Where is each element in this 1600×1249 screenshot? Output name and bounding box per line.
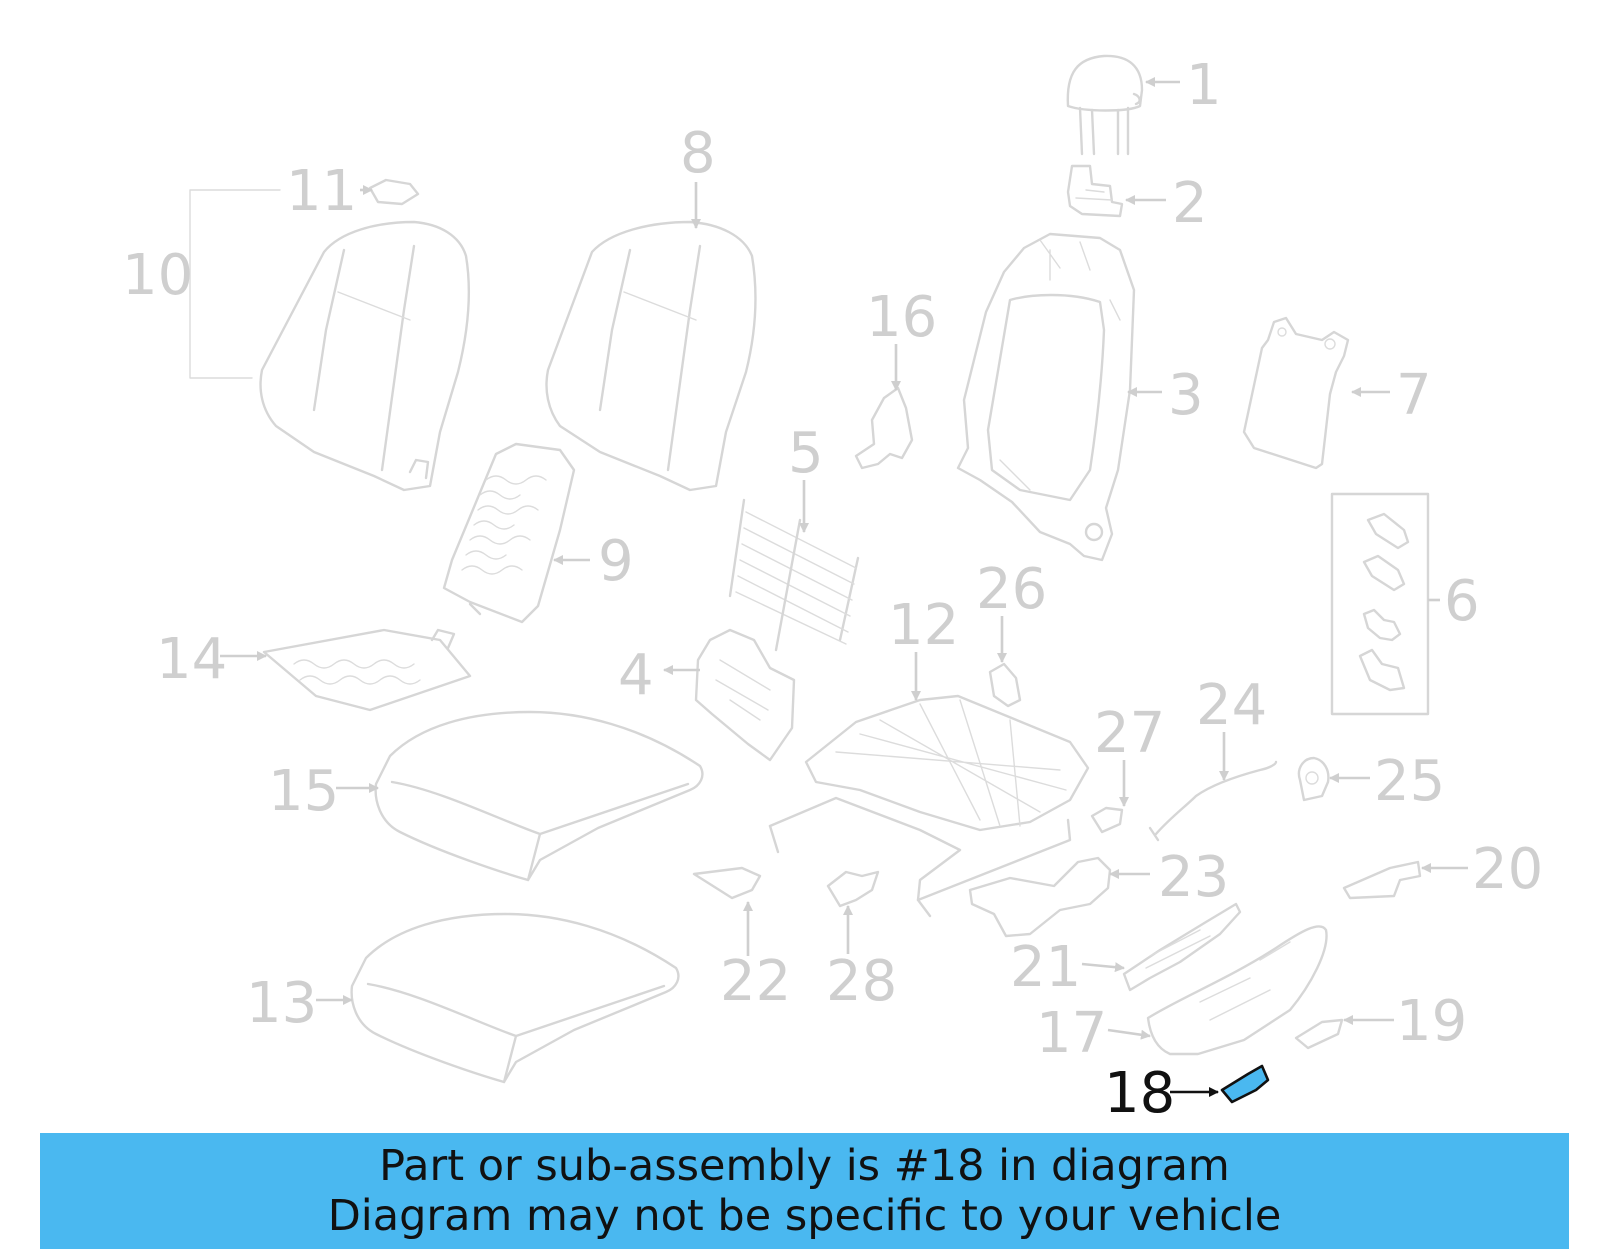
callout-4: 4 — [618, 643, 654, 708]
part-13-cushion-pad — [350, 912, 680, 1084]
callout-10: 10 — [122, 243, 193, 308]
part-1-headrest — [1066, 54, 1144, 156]
callout-23: 23 — [1158, 845, 1229, 910]
info-banner: Part or sub-assembly is #18 in diagram D… — [40, 1133, 1569, 1249]
part-24-wire — [1148, 760, 1278, 842]
part-25-knob — [1297, 756, 1330, 802]
banner-line-1: Part or sub-assembly is #18 in diagram — [379, 1141, 1230, 1191]
part-22-cover — [692, 866, 762, 900]
callout-3: 3 — [1168, 363, 1204, 428]
callout-9: 9 — [598, 529, 634, 594]
callout-1: 1 — [1186, 53, 1222, 118]
leader-arrows — [220, 77, 1468, 1097]
callout-11: 11 — [286, 159, 357, 224]
part-28-cover — [826, 870, 880, 908]
callout-12: 12 — [888, 593, 959, 658]
part-10-seatback-assembly — [189, 189, 470, 492]
part-4-bracket — [694, 628, 796, 762]
callout-13: 13 — [246, 971, 317, 1036]
part-27-cap — [1090, 806, 1124, 834]
callout-21: 21 — [1010, 935, 1081, 1000]
callout-28: 28 — [826, 949, 897, 1014]
callout-22: 22 — [720, 949, 791, 1014]
callout-labels: 1 2 3 4 5 6 7 8 9 10 11 12 13 14 15 16 1… — [122, 53, 1543, 1126]
part-26-clip — [988, 662, 1022, 708]
callout-5: 5 — [788, 421, 824, 486]
callout-2: 2 — [1172, 171, 1208, 236]
callout-27: 27 — [1094, 701, 1165, 766]
part-11-clip — [368, 178, 420, 206]
callout-18: 18 — [1104, 1061, 1175, 1126]
part-7-back-board — [1242, 316, 1350, 470]
part-15-cushion-cover — [374, 710, 704, 882]
part-5-lumbar-support — [728, 498, 860, 652]
callout-14: 14 — [156, 627, 227, 692]
part-20-lever — [1342, 860, 1422, 900]
part-12-seat-frame — [768, 694, 1090, 918]
part-3-seatback-frame — [956, 232, 1136, 562]
callout-26: 26 — [976, 557, 1047, 622]
callout-19: 19 — [1396, 989, 1467, 1054]
part-14-seat-heater — [262, 628, 472, 712]
part-19-cover — [1294, 1018, 1344, 1050]
part-18-highlighted[interactable] — [1220, 1064, 1270, 1104]
callout-25: 25 — [1374, 749, 1445, 814]
part-8-seatback-cover — [545, 220, 757, 492]
part-23-bracket — [968, 856, 1112, 938]
part-9-seatback-mat — [442, 442, 576, 624]
callout-17: 17 — [1036, 1001, 1107, 1066]
banner-line-2: Diagram may not be specific to your vehi… — [327, 1191, 1282, 1241]
callout-15: 15 — [268, 759, 339, 824]
callout-20: 20 — [1472, 837, 1543, 902]
part-21-shield-inner — [1122, 902, 1242, 992]
part-16-cover — [854, 386, 914, 470]
callout-7: 7 — [1396, 363, 1432, 428]
part-2-headrest-guide — [1066, 164, 1124, 218]
callout-24: 24 — [1196, 673, 1267, 738]
callout-6: 6 — [1444, 569, 1480, 634]
callout-16: 16 — [866, 285, 937, 350]
part-6-hardware-kit — [1330, 492, 1430, 716]
callout-8: 8 — [680, 121, 716, 186]
part-17-side-shield — [1146, 925, 1328, 1056]
